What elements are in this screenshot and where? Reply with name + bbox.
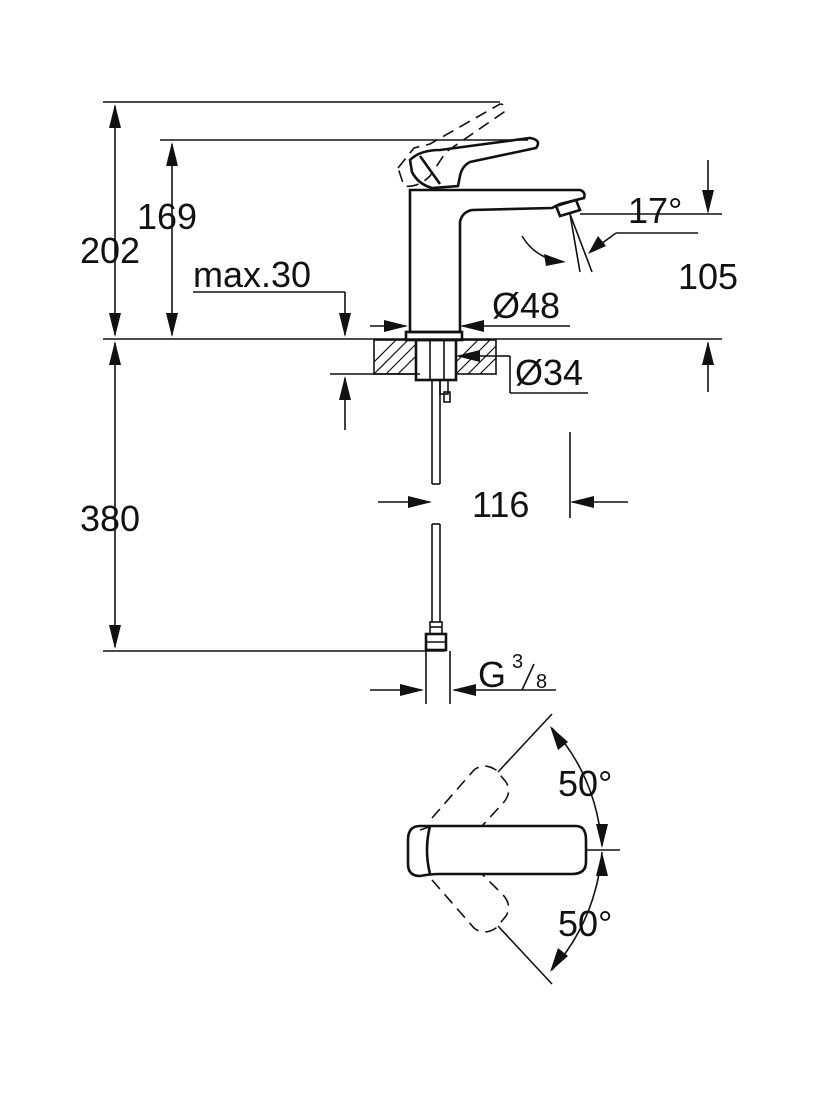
faucet-lever-raised-position	[397, 103, 506, 188]
dimension-angle-17: 17°	[521, 190, 698, 273]
dimension-diameter-48: Ø48	[370, 285, 570, 332]
dimension-angle-17-label: 17°	[628, 190, 682, 231]
top-view-lever	[406, 824, 588, 878]
dimension-105-label: 105	[678, 256, 738, 297]
dimension-116-label: 116	[472, 484, 529, 525]
faucet-aerator	[554, 198, 582, 218]
dimension-116: 116	[378, 432, 628, 525]
top-view: 50° 50°	[406, 713, 620, 985]
dimension-thread-numerator: 3	[512, 651, 523, 673]
dimension-max30: max.30	[193, 254, 420, 430]
side-view: 202 169 380 max.30	[80, 101, 738, 704]
dimension-169: 169	[137, 142, 197, 337]
faucet-lever	[408, 136, 540, 190]
dimension-380-label: 380	[80, 498, 140, 539]
flexible-hose	[424, 380, 448, 652]
dimension-thread-letter: G	[478, 654, 506, 695]
dimension-diameter-34-label: Ø34	[515, 352, 583, 393]
dimension-105: 105	[580, 160, 738, 392]
dimension-diameter-48-label: Ø48	[492, 285, 560, 326]
dimension-thread-denominator: 8	[536, 671, 547, 693]
top-view-lever-rotated-upper	[431, 765, 510, 827]
faucet-body	[397, 103, 586, 342]
dimension-diameter-34: Ø34	[456, 350, 588, 394]
lever-rotation-lower-label: 50°	[558, 903, 612, 944]
lever-rotation-upper-label: 50°	[558, 763, 612, 804]
dimension-202: 202	[80, 104, 140, 337]
dimension-380: 380	[80, 341, 140, 649]
dimension-202-label: 202	[80, 230, 140, 271]
top-view-lever-rotated-lower	[431, 873, 510, 933]
dimension-169-label: 169	[137, 196, 197, 237]
fixing-nut	[414, 338, 458, 403]
dimension-thread-g38: G 3 8	[370, 651, 556, 704]
dimension-max30-label: max.30	[193, 254, 311, 295]
